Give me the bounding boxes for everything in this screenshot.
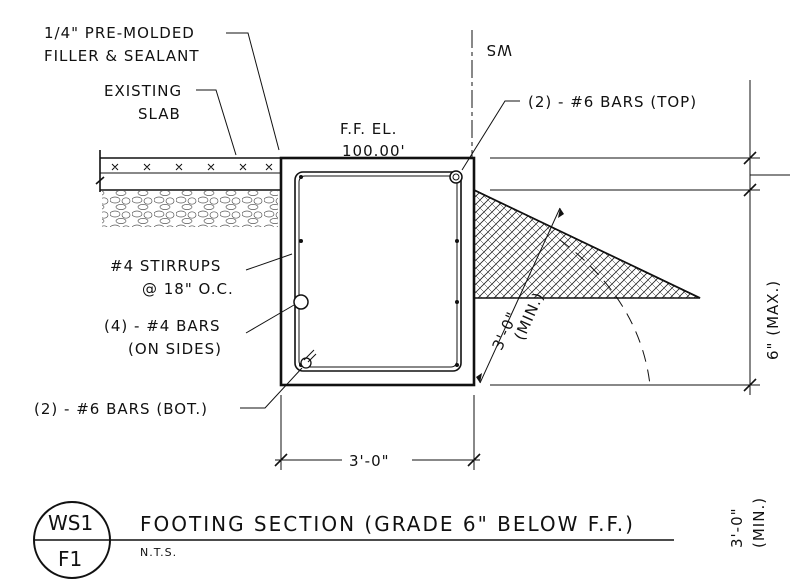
ff-elevation-line1: F.F. EL. (340, 120, 397, 138)
width-dimension-label: 3'-0" (349, 452, 390, 470)
stirrup (294, 171, 462, 372)
drawing-title: FOOTING SECTION (GRADE 6" BELOW F.F.) (140, 512, 635, 536)
bubble-top-label: WS1 (48, 511, 93, 535)
bubble-bottom-label: F1 (58, 547, 82, 571)
gravel-base (102, 191, 278, 227)
grade-dimension-label: 6" (MAX.) (764, 280, 782, 360)
side-bars-label-line1: (4) - #4 BARS (104, 317, 221, 335)
rebar-bars (293, 170, 463, 369)
side-bars-label-line2: (ON SIDES) (128, 340, 222, 358)
stirrups-label-line1: #4 STIRRUPS (110, 257, 221, 275)
bottom-bars-label: (2) - #6 BARS (BOT.) (34, 400, 208, 418)
scale-label: N.T.S. (140, 546, 177, 559)
bottom-dimension (274, 395, 481, 470)
ws-marker-label: WS (486, 41, 512, 59)
stirrups-label-line2: @ 18" O.C. (142, 280, 234, 298)
slab-label-line1: EXISTING (104, 82, 182, 100)
leader-lines (196, 32, 520, 409)
footing-outline (279, 156, 476, 387)
slope-arc (559, 239, 651, 386)
depth-dimension-line1: 3'-0" (728, 507, 746, 548)
filler-label-line1: 1/4" PRE-MOLDED (44, 24, 195, 42)
existing-slab (95, 150, 280, 192)
title-block: WS1 F1 FOOTING SECTION (GRADE 6" BELOW F… (33, 501, 674, 579)
depth-dimension-line2: (MIN.) (750, 497, 768, 548)
ff-elevation-line2: 100.00' (342, 142, 406, 160)
filler-label-line2: FILLER & SEALANT (44, 47, 200, 65)
right-dimensions (490, 80, 790, 395)
top-bars-label: (2) - #6 BARS (TOP) (528, 93, 697, 111)
slab-label-line2: SLAB (138, 105, 181, 123)
